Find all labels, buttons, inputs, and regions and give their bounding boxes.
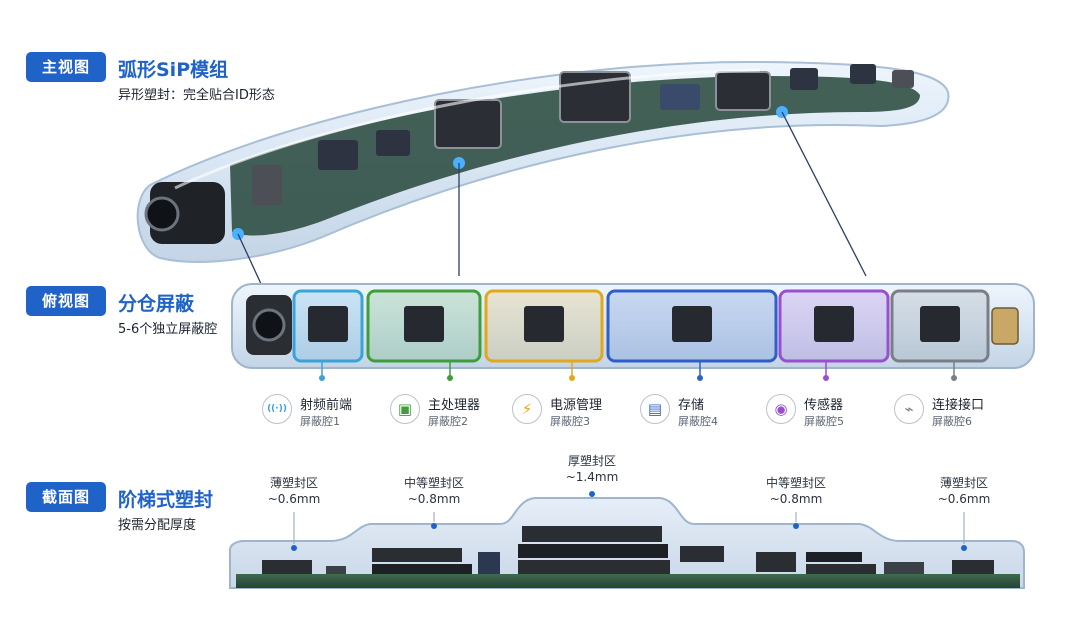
cavity-name: 主处理器 (428, 398, 481, 413)
cavity-chip-1 (308, 306, 348, 342)
cavity-name: 传感器 (804, 398, 844, 413)
top-view-bar (231, 283, 1035, 369)
cavity-label: 屏蔽腔6 (932, 415, 972, 428)
zone-thickness: ~1.4mm (565, 470, 619, 484)
zone-name: 中等塑封区 (765, 476, 826, 490)
zone-name: 薄塑封区 (939, 476, 988, 490)
cavity-leader-dot-5 (823, 375, 829, 381)
cavity-chip-2 (404, 306, 444, 342)
zone-marker-dot-1 (291, 545, 297, 551)
curved-sip-module (136, 60, 950, 263)
zone-name: 中等塑封区 (403, 476, 464, 490)
cavity-name: 电源管理 (550, 398, 603, 413)
sensor-icon: ◉ (766, 394, 796, 424)
zone-thickness: ~0.6mm (267, 492, 321, 506)
cavity-leader-dot-6 (951, 375, 957, 381)
cavity-chip-4 (672, 306, 712, 342)
top-view-tag: 俯视图 (26, 286, 106, 316)
shield-cavities (292, 289, 990, 381)
cavity-label: 屏蔽腔5 (804, 415, 844, 428)
cavity-label: 屏蔽腔3 (550, 415, 590, 428)
cavity-chip-3 (524, 306, 564, 342)
cavity-chip-6 (920, 306, 960, 342)
zone-marker-dot-3 (589, 491, 595, 497)
section-view (229, 497, 1025, 589)
leader-lines (237, 111, 867, 287)
zone-thickness: ~0.6mm (937, 492, 991, 506)
cavity-leader-dot-1 (319, 375, 325, 381)
zone-thickness: ~0.8mm (769, 492, 823, 506)
top-view-subtitle: 5-6个独立屏蔽腔 (118, 322, 218, 337)
cavity-name: 射频前端 (300, 398, 353, 413)
cavity-leader-dot-3 (569, 375, 575, 381)
antenna-icon: ((·)) (262, 394, 292, 424)
main-view-tag: 主视图 (26, 52, 106, 82)
lightning-icon: ⚡ (512, 394, 542, 424)
zone-name: 薄塑封区 (269, 476, 318, 490)
main-view-title: 弧形SiP模组 (118, 59, 229, 81)
main-view-subtitle: 异形塑封：完全贴合ID形态 (118, 88, 275, 103)
cavity-chip-5 (814, 306, 854, 342)
section-view-tag: 截面图 (26, 482, 106, 512)
zone-markers (291, 491, 967, 551)
usb-icon: ⌁ (894, 394, 924, 424)
zone-thickness: ~0.8mm (407, 492, 461, 506)
cavity-name: 连接接口 (932, 398, 985, 413)
cavity-label: 屏蔽腔4 (678, 415, 718, 428)
cavity-name: 存储 (678, 398, 705, 413)
zone-marker-dot-2 (431, 523, 437, 529)
cavity-leader-dot-2 (447, 375, 453, 381)
zone-marker-dot-5 (961, 545, 967, 551)
zone-marker-dot-4 (793, 523, 799, 529)
section-view-title: 阶梯式塑封 (118, 489, 214, 511)
zone-name: 厚塑封区 (567, 454, 616, 468)
cavity-label: 屏蔽腔2 (428, 415, 468, 428)
cavity-leader-dot-4 (697, 375, 703, 381)
section-view-subtitle: 按需分配厚度 (118, 518, 197, 533)
cavity-label: 屏蔽腔1 (300, 415, 340, 428)
memory-icon: ▤ (640, 394, 670, 424)
top-view-title: 分仓屏蔽 (118, 293, 195, 315)
chip-icon: ▣ (390, 394, 420, 424)
